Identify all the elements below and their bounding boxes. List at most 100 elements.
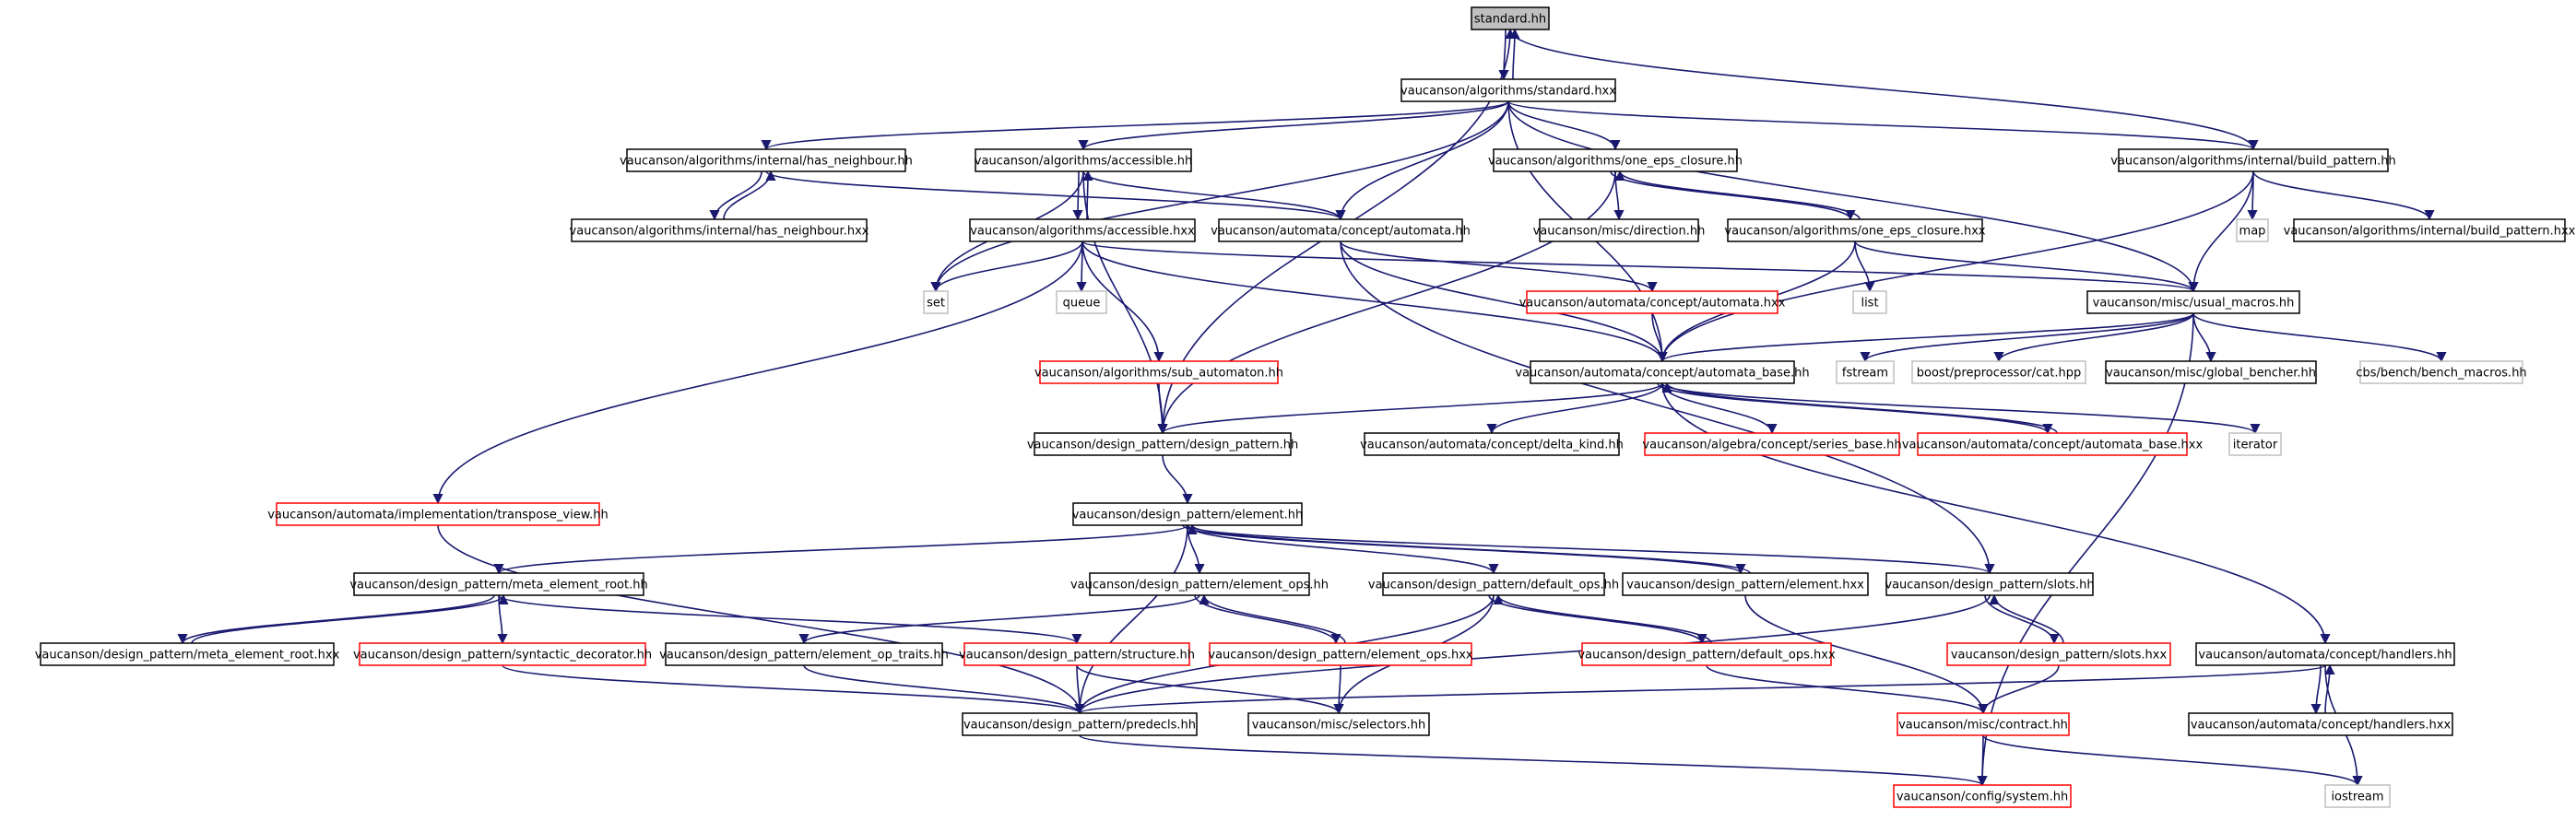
graph-node[interactable]: standard.hh (1471, 6, 1550, 30)
dependency-edge (497, 594, 508, 645)
graph-node[interactable]: vaucanson/automata/concept/automata_base… (1515, 360, 1810, 384)
graph-node[interactable]: vaucanson/design_pattern/element_ops.hxx (1208, 642, 1473, 666)
graph-node[interactable]: vaucanson/misc/usual_macros.hh (2086, 290, 2300, 314)
dependency-edge (1187, 524, 1995, 575)
graph-node[interactable]: vaucanson/algorithms/one_eps_closure.hxx (1724, 218, 1986, 242)
graph-node[interactable]: vaucanson/design_pattern/default_ops.hxx (1578, 642, 1836, 666)
node-box (1400, 78, 1616, 102)
dependency-edge (1488, 594, 1707, 645)
graph-node[interactable]: vaucanson/design_pattern/default_ops.hh (1368, 572, 1619, 596)
graph-node[interactable]: vaucanson/misc/direction.hh (1533, 218, 1706, 242)
dependency-edge (1157, 382, 1663, 435)
graph-node[interactable]: vaucanson/misc/contract.hh (1897, 712, 2070, 736)
graph-node[interactable]: map (2236, 218, 2269, 242)
dependency-edge (798, 594, 1200, 645)
node-box (571, 218, 868, 242)
node-label: vaucanson/design_pattern/element_ops.hxx (1208, 649, 1473, 663)
node-label: vaucanson/design_pattern/meta_element_ro… (349, 579, 647, 592)
graph-node[interactable]: vaucanson/automata/concept/handlers.hh (2195, 642, 2455, 666)
node-box (626, 148, 906, 172)
graph-node[interactable]: vaucanson/misc/global_bencher.hh (2105, 360, 2317, 384)
graph-node[interactable]: vaucanson/design_pattern/design_pattern.… (1027, 432, 1298, 456)
dependency-edge (2252, 170, 2435, 221)
graph-node[interactable]: queue (1056, 290, 1107, 314)
node-label: vaucanson/design_pattern/syntactic_decor… (353, 649, 652, 663)
graph-node[interactable]: vaucanson/design_pattern/predecls.hh (962, 712, 1198, 736)
graph-node[interactable]: vaucanson/algorithms/internal/has_neighb… (620, 148, 913, 172)
graph-node[interactable]: vaucanson/automata/concept/handlers.hxx (2188, 712, 2453, 736)
node-box (1039, 360, 1279, 384)
node-label: vaucanson/algorithms/sub_automaton.hh (1034, 367, 1283, 381)
dependency-edge (1340, 240, 1995, 575)
node-label: vaucanson/algorithms/accessible.hxx (970, 225, 1195, 239)
graph-node[interactable]: vaucanson/automata/implementation/transp… (267, 502, 609, 526)
dependency-edge (1194, 594, 1341, 645)
graph-node[interactable]: vaucanson/automata/concept/automata.hh (1211, 218, 1471, 242)
dependency-edge (1074, 664, 2326, 715)
node-label: vaucanson/design_pattern/element.hh (1072, 509, 1304, 522)
dependency-edge (1187, 524, 1205, 575)
dependency-edge (1074, 594, 1991, 715)
graph-node[interactable]: vaucanson/design_pattern/element_ops.hh (1070, 572, 1329, 596)
node-label: cbs/bench/bench_macros.hh (2356, 367, 2526, 381)
node-box (1836, 360, 1895, 384)
node-box (2236, 218, 2269, 242)
dependency-edge (1507, 100, 1621, 151)
graph-node[interactable]: fstream (1836, 360, 1895, 384)
dependency-edge (1157, 170, 1616, 435)
graph-node[interactable]: iostream (2324, 784, 2391, 808)
graph-node[interactable]: vaucanson/automata/concept/automata_base… (1902, 432, 2204, 456)
node-box (1622, 572, 1869, 596)
node-box (1364, 432, 1620, 456)
graph-node[interactable]: vaucanson/automata/concept/delta_kind.hh (1360, 432, 1624, 456)
node-box (1917, 432, 2188, 456)
node-label: vaucanson/automata/concept/delta_kind.hh (1360, 439, 1624, 452)
graph-node[interactable]: vaucanson/design_pattern/element_op_trai… (659, 642, 949, 666)
graph-node[interactable]: vaucanson/algorithms/internal/build_patt… (2284, 218, 2576, 242)
graph-node[interactable]: vaucanson/algebra/concept/series_base.hh (1642, 432, 1902, 456)
graph-node[interactable]: boost/preprocessor/cat.hpp (1911, 360, 2086, 384)
dependency-edge (1079, 734, 1988, 787)
graph-node[interactable]: vaucanson/algorithms/accessible.hxx (969, 218, 1196, 242)
node-label: vaucanson/algorithms/internal/has_neighb… (570, 225, 869, 239)
dependency-edge (177, 594, 495, 645)
graph-node[interactable]: set (923, 290, 949, 314)
graph-node[interactable]: vaucanson/algorithms/internal/has_neighb… (570, 218, 869, 242)
graph-node[interactable]: list (1852, 290, 1887, 314)
graph-node[interactable]: cbs/bench/bench_macros.hh (2356, 360, 2527, 384)
dependency-edge (1162, 454, 1193, 505)
dependency-edge (1335, 100, 1509, 221)
graph-node[interactable]: vaucanson/algorithms/internal/build_patt… (2110, 148, 2396, 172)
node-box (353, 572, 644, 596)
node-box (1885, 572, 2094, 596)
node-label: queue (1063, 297, 1101, 311)
graph-node[interactable]: vaucanson/algorithms/one_eps_closure.hh (1488, 148, 1743, 172)
graph-node[interactable]: iterator (2228, 432, 2282, 456)
graph-node[interactable]: vaucanson/design_pattern/slots.hxx (1946, 642, 2171, 666)
dependency-edge (1340, 240, 1668, 363)
graph-node[interactable]: vaucanson/design_pattern/syntactic_decor… (353, 642, 652, 666)
graph-node[interactable]: vaucanson/algorithms/standard.hxx (1400, 78, 1616, 102)
graph-node[interactable]: vaucanson/config/system.hh (1893, 784, 2072, 808)
node-box (2324, 784, 2391, 808)
graph-node[interactable]: vaucanson/design_pattern/element.hxx (1622, 572, 1869, 596)
node-label: set (927, 297, 945, 311)
graph-node[interactable]: vaucanson/algorithms/accessible.hh (975, 148, 1192, 172)
node-box (1644, 432, 1900, 456)
dependency-edge (1614, 170, 1861, 220)
graph-node[interactable]: vaucanson/design_pattern/slots.hh (1885, 572, 2095, 596)
graph-node[interactable]: vaucanson/automata/concept/automata.hxx (1519, 290, 1786, 314)
graph-node[interactable]: vaucanson/design_pattern/meta_element_ro… (349, 572, 648, 596)
dependency-edge (1078, 100, 1509, 151)
node-label: vaucanson/automata/concept/automata_base… (1515, 367, 1809, 381)
graph-node[interactable]: vaucanson/algorithms/sub_automaton.hh (1034, 360, 1283, 384)
graph-node[interactable]: vaucanson/design_pattern/meta_element_ro… (35, 642, 340, 666)
dependency-edge (1977, 734, 1988, 787)
graph-node[interactable]: vaucanson/design_pattern/structure.hh (959, 642, 1195, 666)
graph-node[interactable]: vaucanson/misc/selectors.hh (1247, 712, 1430, 736)
dependency-edge (1977, 312, 2194, 787)
dependency-edge (1706, 664, 1989, 715)
graph-node[interactable]: vaucanson/design_pattern/element.hh (1072, 502, 1304, 526)
dependency-edge (1978, 664, 2060, 715)
node-box (1526, 290, 1778, 314)
